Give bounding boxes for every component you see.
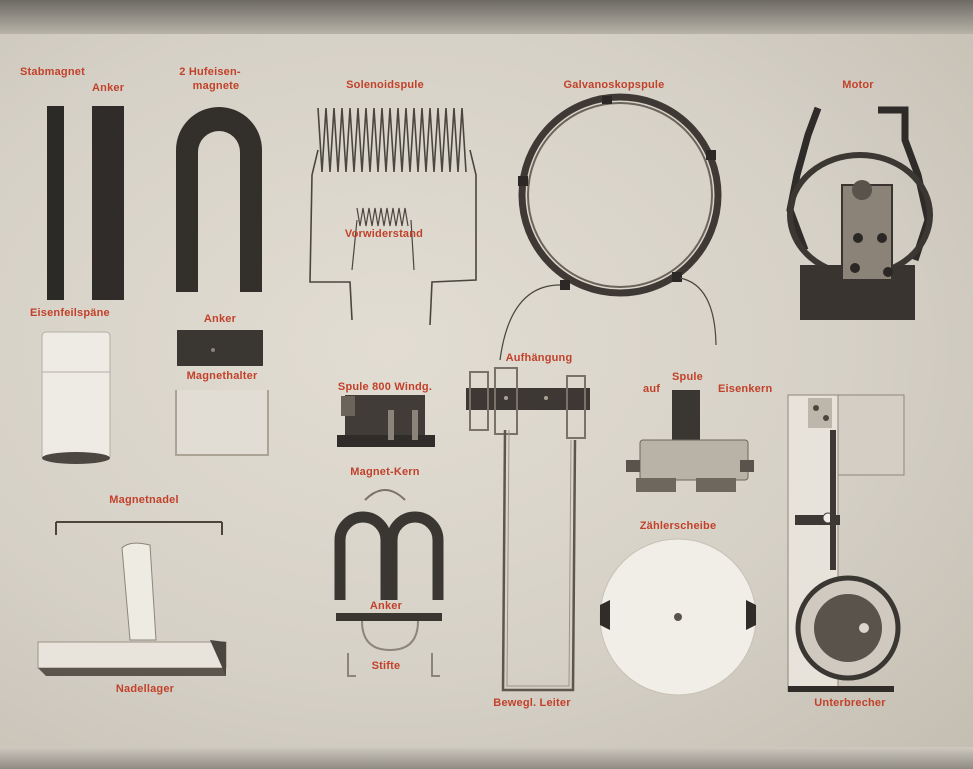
label-stifte: Stifte [371, 660, 401, 672]
label-anker-double: Anker [369, 600, 403, 612]
coil-on-iron-core [626, 390, 754, 492]
label-unterbrecher: Unterbrecher [814, 697, 886, 709]
series-resistor-coil [351, 207, 415, 271]
label-galvanoskopspule: Galvanoskopspule [563, 79, 665, 91]
suspension-frame [466, 367, 590, 439]
label-spule-800: Spule 800 Windg. [337, 381, 433, 393]
magnetic-needle [55, 521, 223, 535]
counter-disc [599, 538, 757, 696]
armature-plate [177, 330, 263, 366]
label-vorwiderstand: Vorwiderstand [344, 228, 424, 240]
label-eisenfeilspaene: Eisenfeilspäne [30, 307, 110, 319]
bar-magnet [47, 106, 64, 300]
label-solenoidspule: Solenoidspule [346, 79, 424, 91]
label-magnet-kern: Magnet-Kern [350, 466, 420, 478]
galvanoscope-coil [499, 93, 722, 361]
page-top-shadow [0, 0, 973, 34]
label-magnethalter: Magnethalter [186, 370, 258, 382]
label-anker-bar: Anker [92, 82, 125, 94]
double-u-magnet [334, 489, 444, 652]
label-spule-auf: auf [643, 383, 661, 395]
label-motor: Motor [842, 79, 874, 91]
movable-conductor [501, 429, 577, 692]
label-spule: Spule [672, 371, 703, 383]
needle-bearing [37, 542, 227, 676]
label-eisenkern: Eisenkern [718, 383, 773, 395]
pins [347, 653, 440, 677]
label-hufeisen-line1: 2 Hufeisen- [179, 66, 241, 78]
label-anker-plate: Anker [203, 313, 237, 325]
label-stabmagnet: Stabmagnet [20, 66, 85, 78]
interrupter [787, 394, 905, 692]
label-hufeisen-line2: magnete [192, 80, 240, 92]
label-bewegl-leiter: Bewegl. Leiter [493, 697, 571, 709]
label-nadellager: Nadellager [115, 683, 175, 695]
solenoid-coil [309, 107, 477, 326]
coil-800-turns [337, 395, 435, 447]
label-aufhaengung: Aufhängung [505, 352, 573, 364]
label-zaehlerscheibe: Zählerscheibe [639, 520, 717, 532]
armature-bar [92, 106, 124, 300]
motor [786, 106, 933, 320]
page-bottom-edge [0, 747, 973, 769]
label-magnetnadel: Magnetnadel [109, 494, 179, 506]
magnet-holder [175, 390, 269, 456]
horseshoe-magnet [176, 107, 262, 292]
iron-filings-box [41, 331, 111, 464]
